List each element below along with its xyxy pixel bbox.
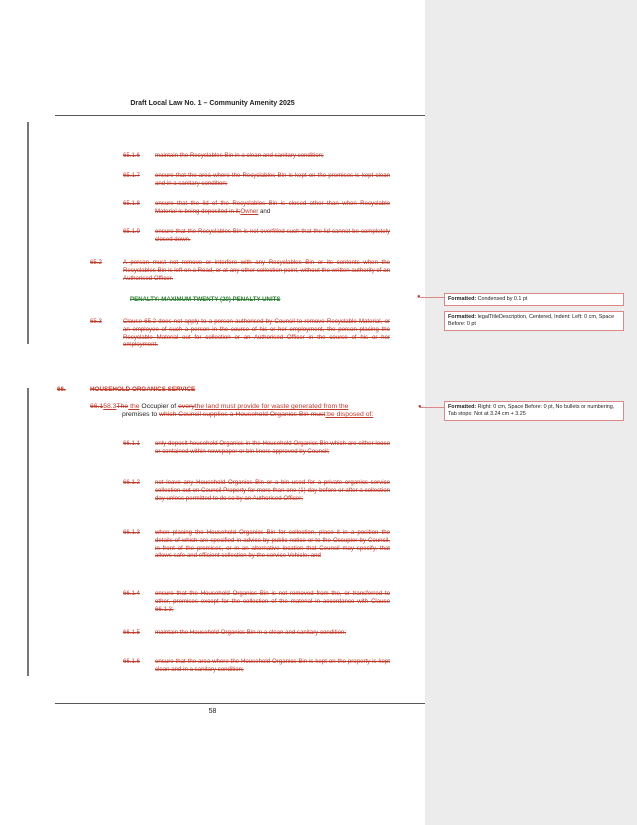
clause-text: ensure that the lid of the Recyclables B… <box>155 200 390 215</box>
clause-number: 65.2 <box>90 259 102 266</box>
comment-leader-line <box>420 407 444 408</box>
clause-number: 65.1.8 <box>123 200 140 207</box>
clause-text: ensure that the area where the Household… <box>155 658 390 673</box>
page-number: 58 <box>208 708 217 715</box>
change-bar <box>27 122 29 344</box>
clause-number: 66.1.4 <box>123 590 140 597</box>
clause-number: 66.1.5 <box>123 629 140 636</box>
section-heading: HOUSEHOLD ORGANICS SERVICE <box>90 386 196 393</box>
clause-number: 66.1.1 <box>123 440 140 447</box>
penalty-line: PENALTY: MAXIMUM TWENTY (20) PENALTY UNI… <box>130 296 281 303</box>
clause-text: not leave any Household Organics Bin or … <box>155 479 390 502</box>
document-page: Draft Local Law No. 1 – Community Amenit… <box>27 100 425 715</box>
format-comment-balloon[interactable]: Formatted: Condensed by 0.1 pt <box>444 293 624 306</box>
comment-anchor-icon[interactable]: ● <box>417 294 421 300</box>
clause-number: 66.1.6 <box>123 658 140 665</box>
clause-number: 65.1.7 <box>123 172 140 179</box>
comment-anchor-icon[interactable]: ● <box>418 404 422 410</box>
clause-number: 65.1.9 <box>123 228 140 235</box>
clause-text: maintain the Household Organics Bin in a… <box>155 629 347 636</box>
format-comment-balloon[interactable]: Formatted: Right: 0 cm, Space Before: 0 … <box>444 401 624 421</box>
clause-text: when placing the Household Organics Bin … <box>155 529 390 560</box>
format-comment-balloon[interactable]: Formatted: legalTitleDescription, Center… <box>444 311 624 331</box>
clause-text: ensure that the Recyclables Bin is not o… <box>155 228 390 243</box>
clause-text: ensure that the Household Organics Bin i… <box>155 590 390 613</box>
clause-text: maintain the Recyclables Bin in a clean … <box>155 152 324 159</box>
clause-text: A person must not remove or interfere wi… <box>123 259 390 282</box>
clause-number: 65.3 <box>90 318 102 325</box>
clause-text: Clause 65.2 does not apply to a person a… <box>123 318 390 349</box>
clause-number: 66.1.3 <box>123 529 140 536</box>
clause-text: only deposit household Organics in the H… <box>155 440 390 455</box>
clause-number: 65.1.6 <box>123 152 140 159</box>
clause-number: 66.1.2 <box>123 479 140 486</box>
header-rule <box>55 115 425 116</box>
page-header-title: Draft Local Law No. 1 – Community Amenit… <box>130 100 295 107</box>
footer-rule <box>55 703 425 704</box>
comment-leader-line <box>420 297 444 298</box>
section-number: 66. <box>57 386 66 393</box>
clause-text: ensure that the area where the Recyclabl… <box>155 172 390 187</box>
clause-66-1-text: 66.158.3The the Occupier of everythe lan… <box>90 403 374 419</box>
change-bar <box>27 388 29 676</box>
